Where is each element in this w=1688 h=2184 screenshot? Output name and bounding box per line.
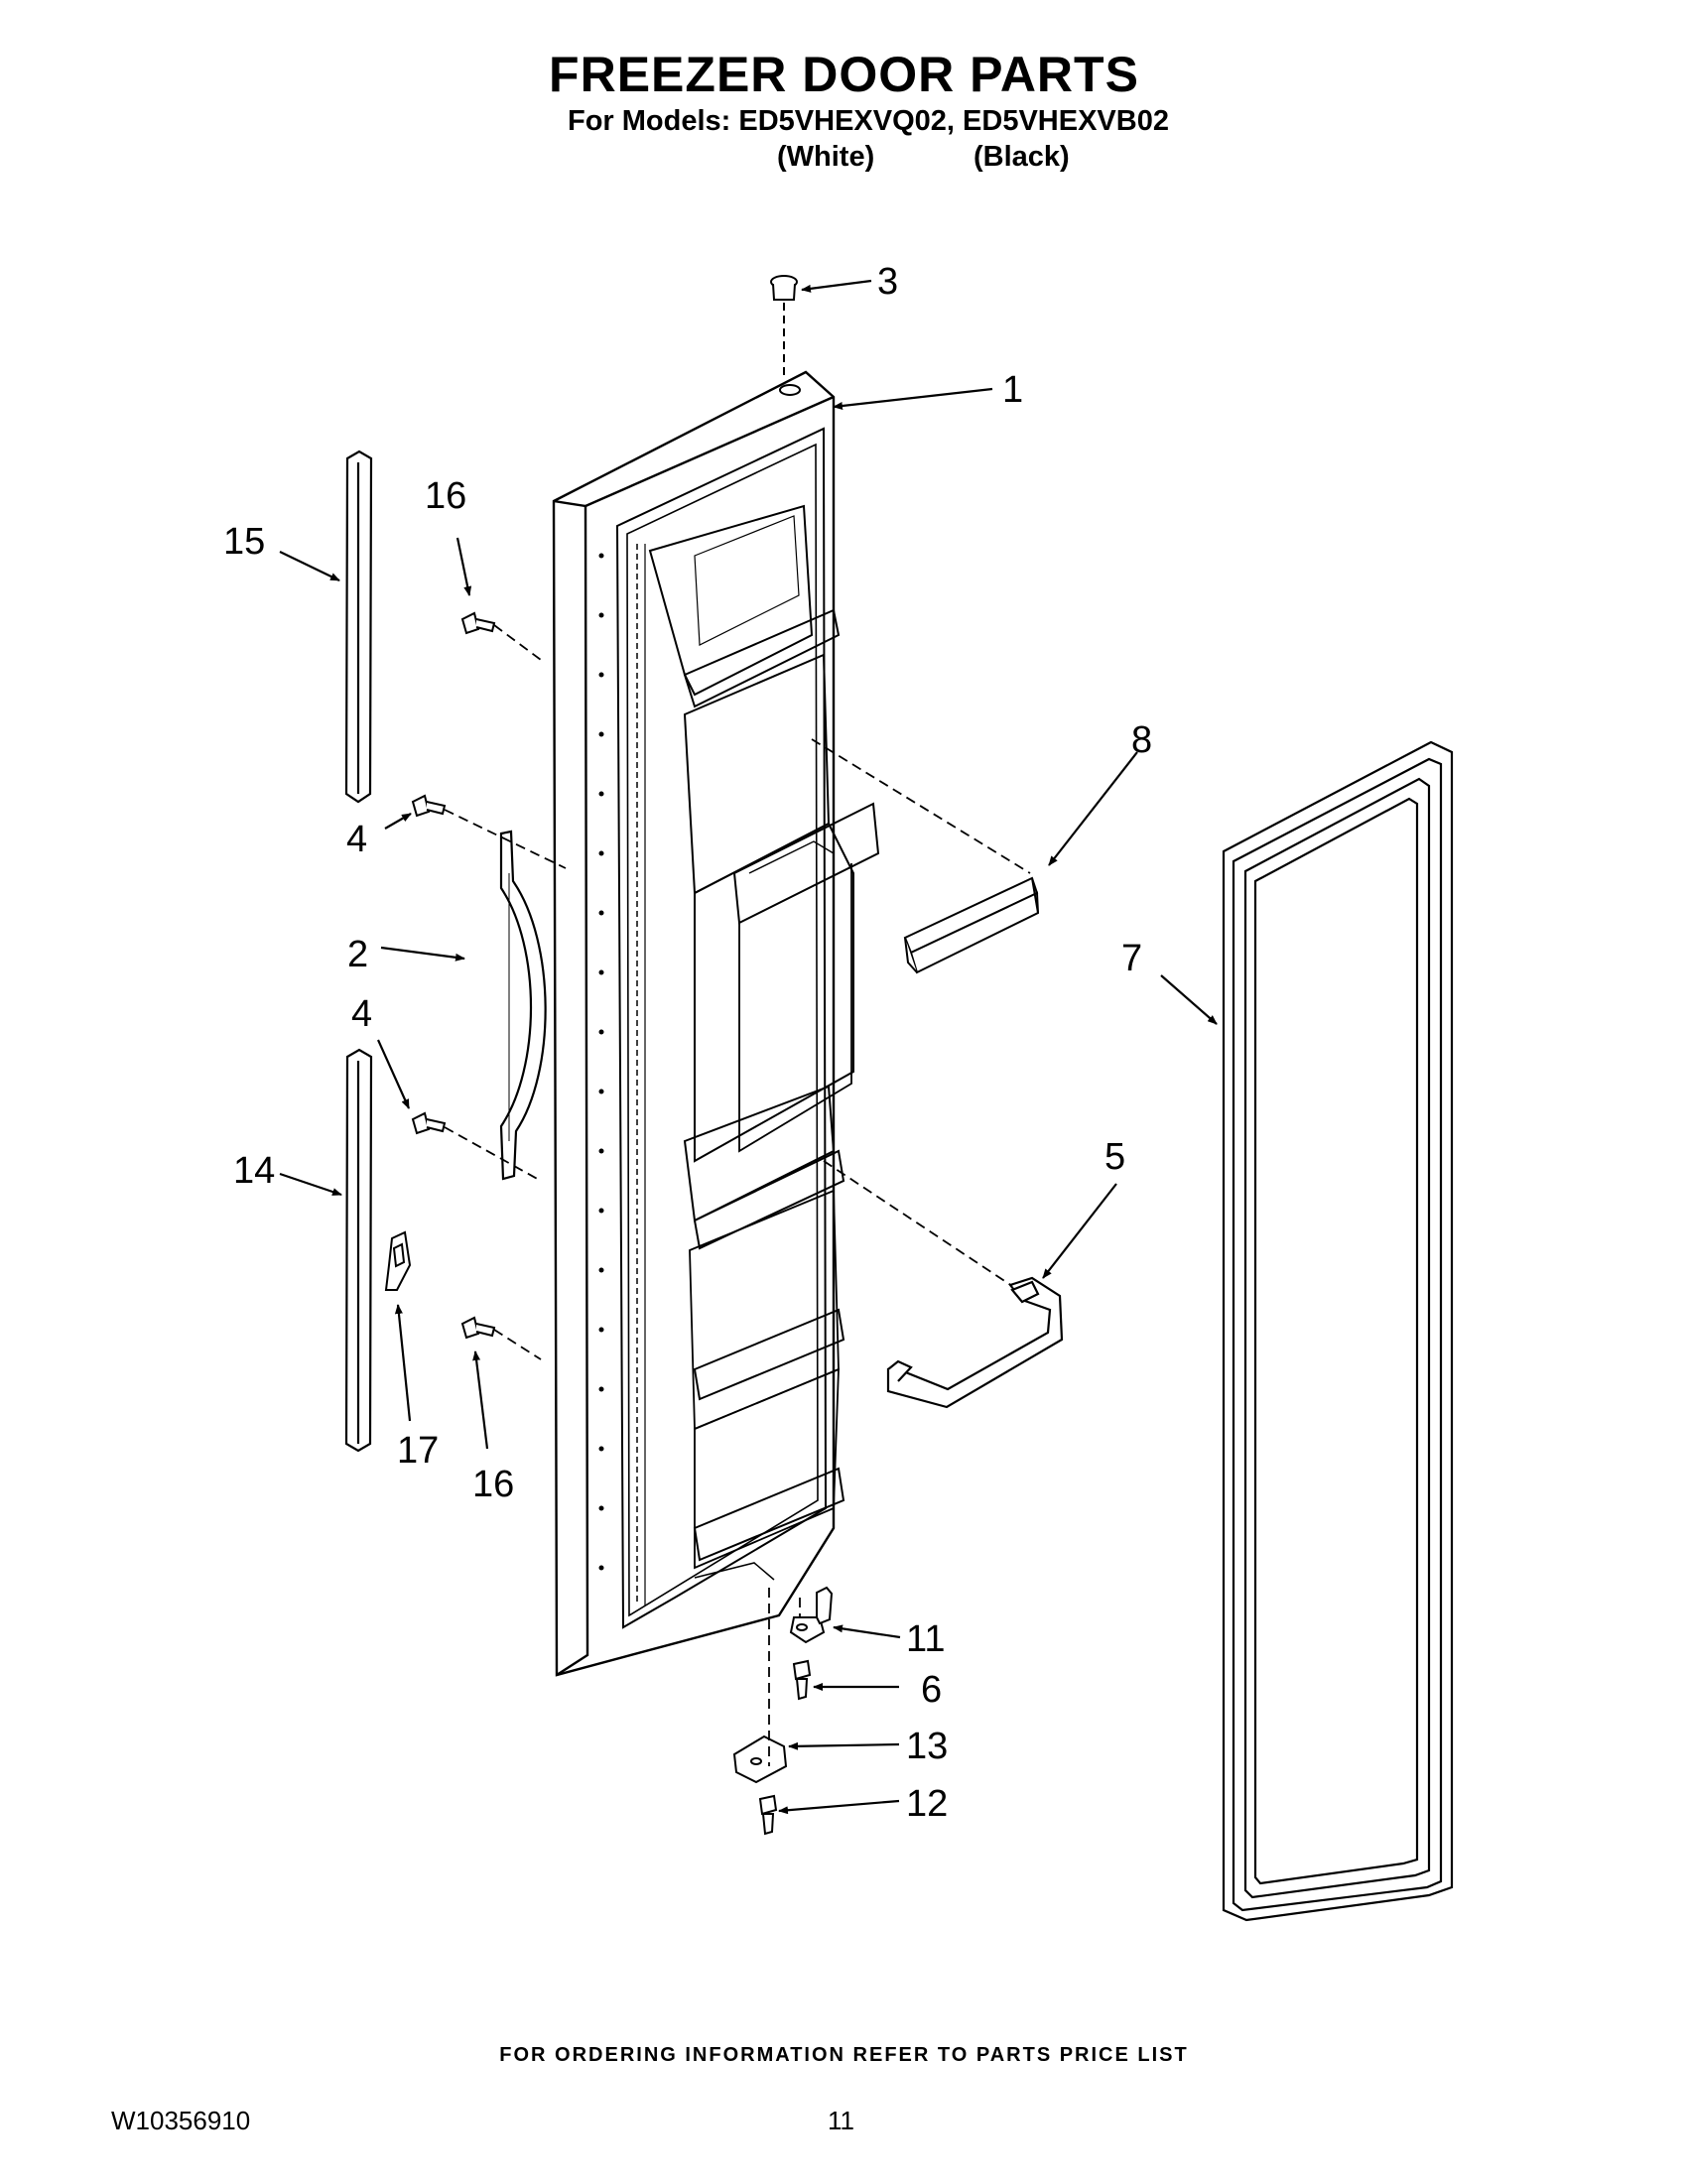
callout-5: 5 (1104, 1136, 1125, 1178)
freezer-door (552, 370, 880, 1677)
callout-16-upper: 16 (425, 475, 466, 517)
door-shelf-bin (886, 1276, 1064, 1409)
color-label-white: (White) (777, 141, 875, 173)
model-numbers: For Models: ED5VHEXVQ02, ED5VHEXVB02 (568, 105, 1169, 137)
callout-4-upper: 4 (346, 819, 367, 860)
callout-4-lower: 4 (351, 993, 372, 1035)
callout-7: 7 (1121, 938, 1142, 979)
callout-15: 15 (223, 521, 265, 563)
callout-11: 11 (906, 1618, 945, 1660)
callout-17: 17 (397, 1430, 439, 1472)
callout-1: 1 (1002, 369, 1023, 411)
callout-3: 3 (877, 261, 898, 303)
top-hinge-pin (770, 275, 798, 377)
callout-2: 2 (347, 934, 368, 975)
color-label-black: (Black) (974, 141, 1070, 173)
door-gasket (1222, 740, 1454, 1922)
trim-clip (384, 1230, 412, 1291)
door-handle (499, 830, 547, 1181)
callout-14: 14 (233, 1150, 275, 1192)
page-number: 11 (828, 2106, 854, 2135)
callout-13: 13 (906, 1726, 948, 1767)
assembly-lines (444, 624, 1031, 1766)
callout-6: 6 (921, 1669, 942, 1711)
handle-screw-lower (411, 1111, 447, 1135)
callout-12: 12 (906, 1783, 948, 1825)
bottom-hinge (789, 1586, 834, 1644)
ordering-note: FOR ORDERING INFORMATION REFER TO PARTS … (499, 2044, 1189, 2066)
document-number: W10356910 (111, 2106, 251, 2135)
trim-screw-upper (460, 611, 496, 635)
dispenser-trim (903, 876, 1040, 974)
callout-16-lower: 16 (472, 1464, 514, 1505)
hinge-bracket (732, 1734, 788, 1784)
callout-8: 8 (1131, 719, 1152, 761)
page-title: FREEZER DOOR PARTS (549, 47, 1139, 102)
callout-leaders (279, 279, 1218, 1815)
trim-strip-lower (344, 1048, 373, 1453)
trim-strip-upper (344, 450, 373, 804)
handle-screw-upper (411, 794, 447, 818)
hinge-screw (792, 1659, 812, 1701)
trim-screw-lower (460, 1316, 496, 1340)
bracket-screw (758, 1794, 778, 1836)
